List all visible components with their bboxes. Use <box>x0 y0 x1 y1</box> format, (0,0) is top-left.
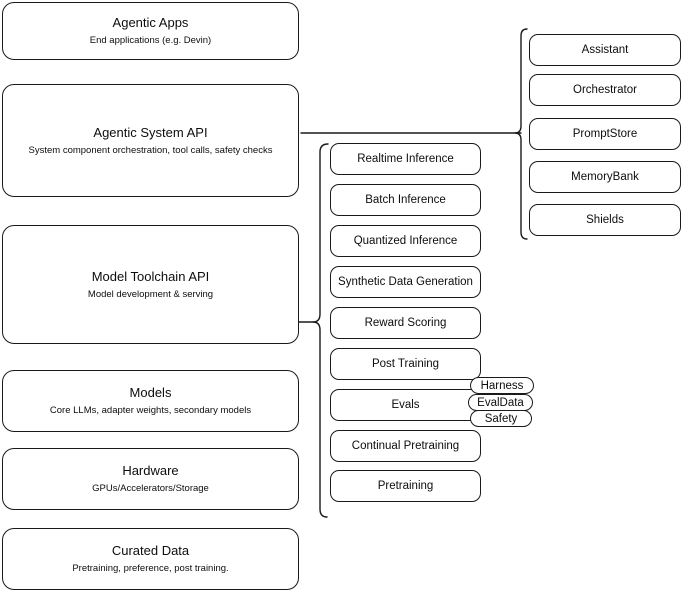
capability-label: Reward Scoring <box>364 317 447 329</box>
layer-title: Hardware <box>122 463 179 478</box>
layer-subtitle: End applications (e.g. Devin) <box>89 35 212 46</box>
agentic-component-assistant[interactable]: Assistant <box>529 34 681 66</box>
layer-agentic-system-api[interactable]: Agentic System API System component orch… <box>2 84 299 197</box>
layer-subtitle: GPUs/Accelerators/Storage <box>92 483 209 494</box>
agentic-component-promptstore[interactable]: PromptStore <box>529 118 681 150</box>
capability-label: Realtime Inference <box>357 153 454 165</box>
evals-subcomponent-label: EvalData <box>477 396 524 409</box>
layer-title: Models <box>129 385 172 400</box>
evals-subcomponent-label: Harness <box>480 379 524 392</box>
layer-title: Agentic Apps <box>112 15 189 30</box>
layer-curated-data[interactable]: Curated Data Pretraining, preference, po… <box>2 528 299 590</box>
layer-subtitle: Model development & serving <box>87 288 214 300</box>
evals-subcomponent-evaldata[interactable]: EvalData <box>468 394 533 411</box>
layer-models[interactable]: Models Core LLMs, adapter weights, secon… <box>2 370 299 432</box>
capability-pretraining[interactable]: Pretraining <box>330 470 481 502</box>
agentic-component-label: Assistant <box>581 44 629 56</box>
capability-batch-inference[interactable]: Batch Inference <box>330 184 481 216</box>
layer-subtitle: Pretraining, preference, post training. <box>72 563 229 574</box>
capability-label: Continual Pretraining <box>351 440 460 452</box>
agentic-component-label: Orchestrator <box>573 84 637 96</box>
capability-synthetic-data-generation[interactable]: Synthetic Data Generation <box>330 266 481 298</box>
capability-label: Pretraining <box>377 480 434 492</box>
layer-title: Agentic System API <box>93 124 208 140</box>
layer-agentic-apps[interactable]: Agentic Apps End applications (e.g. Devi… <box>2 2 299 60</box>
capability-realtime-inference[interactable]: Realtime Inference <box>330 143 481 175</box>
capability-evals[interactable]: Evals <box>330 389 481 421</box>
capability-label: Synthetic Data Generation <box>338 276 473 288</box>
agentic-component-orchestrator[interactable]: Orchestrator <box>529 74 681 106</box>
layer-subtitle: Core LLMs, adapter weights, secondary mo… <box>49 405 252 416</box>
capability-quantized-inference[interactable]: Quantized Inference <box>330 225 481 257</box>
capability-label: Batch Inference <box>365 194 446 206</box>
capability-label: Quantized Inference <box>353 235 458 247</box>
agentic-component-shields[interactable]: Shields <box>529 204 681 236</box>
layer-hardware[interactable]: Hardware GPUs/Accelerators/Storage <box>2 448 299 510</box>
agentic-component-memorybank[interactable]: MemoryBank <box>529 161 681 193</box>
layer-title: Model Toolchain API <box>91 268 210 284</box>
layer-subtitle: System component orchestration, tool cal… <box>28 144 273 156</box>
agentic-component-label: Shields <box>586 214 624 226</box>
layer-title: Curated Data <box>111 543 190 558</box>
capability-continual-pretraining[interactable]: Continual Pretraining <box>330 430 481 462</box>
evals-subcomponent-label: Safety <box>484 412 518 425</box>
agentic-component-label: PromptStore <box>572 128 638 140</box>
agentic-component-label: MemoryBank <box>571 171 639 183</box>
evals-subcomponent-safety[interactable]: Safety <box>470 410 532 427</box>
capability-reward-scoring[interactable]: Reward Scoring <box>330 307 481 339</box>
capability-post-training[interactable]: Post Training <box>330 348 481 380</box>
toolchain-capabilities-brace <box>312 143 329 518</box>
agentic-components-brace <box>514 28 528 240</box>
capability-label: Post Training <box>371 358 440 370</box>
capability-label: Evals <box>391 399 420 411</box>
layer-model-toolchain-api[interactable]: Model Toolchain API Model development & … <box>2 225 299 344</box>
evals-subcomponent-harness[interactable]: Harness <box>470 377 534 394</box>
